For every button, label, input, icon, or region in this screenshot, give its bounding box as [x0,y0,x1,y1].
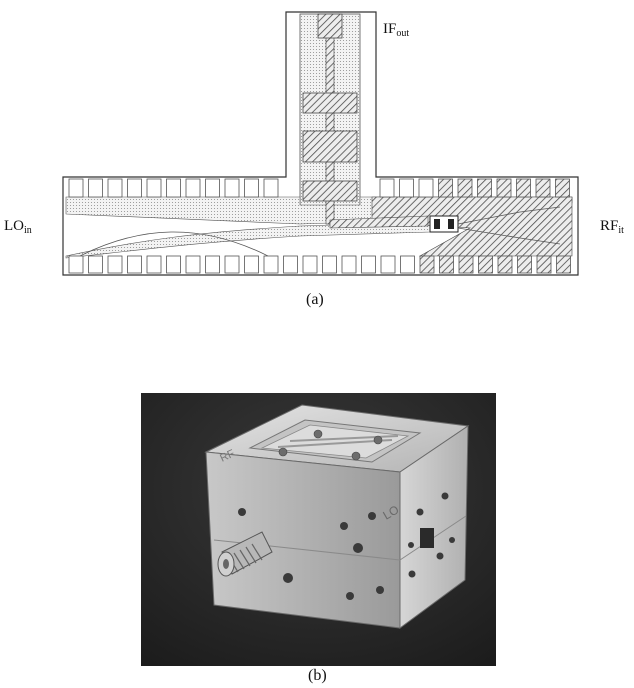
if-out-main: IF [383,21,397,37]
corrugation-fin [322,255,337,274]
lo-in-label: LOin [4,219,32,236]
corrugation-fin [478,255,493,274]
corrugation-fin [88,178,103,198]
if-pad-top [317,13,343,39]
corrugation-fin [341,255,357,274]
corrugation-fin [68,255,84,274]
corrugation-fin [68,178,84,198]
corrugation-fin [224,178,240,198]
mixer-layout-diagram [62,11,579,276]
mixer-block-photo: RF LO [141,393,496,666]
corrugation-fin [146,255,162,274]
corrugation-fin [477,178,492,198]
corrugation-fin [517,255,532,274]
corrugation-fin [438,178,453,198]
ridge-curve [79,231,269,257]
rf-in-main: RF [600,218,619,234]
corrugation-fin [400,255,415,274]
corrugation-fin [399,178,414,198]
cavity-screws [278,429,383,461]
if-sma-connector [217,531,273,577]
corrugation-fin [205,178,220,198]
corrugation-fin [536,255,552,274]
corrugation-fin [224,255,240,274]
corrugation-fin [205,255,220,274]
if-out-sub: out [396,28,410,39]
corrugation-fin [107,178,123,198]
bottom-fin-row [68,255,571,274]
lo-in-main: LO [4,218,24,234]
corrugation-fin [107,255,123,274]
if-out-label: IFout [383,22,409,39]
corrugation-fin [244,255,259,274]
rf-in-sub: it [618,225,624,236]
block-left-face [205,451,401,629]
corrugation-fin [88,255,103,274]
corrugation-fin [380,255,396,274]
corrugation-fin [127,178,142,198]
corrugation-fin [457,178,473,198]
corrugation-fin [244,178,259,198]
filter-section-3 [302,180,358,202]
side-flange-holes [238,508,384,600]
corrugation-fin [185,178,201,198]
corrugation-fin [556,255,571,274]
corrugation-fin [302,255,318,274]
corrugation-fin [127,255,142,274]
corrugation-fin [166,178,181,198]
corrugation-fin [555,178,570,198]
corrugation-fin [516,178,531,198]
rf-in-label: RFit [600,219,624,236]
corrugation-fin [361,255,376,274]
filter-section-1 [302,92,358,114]
filter-section-2 [302,130,358,163]
lo-in-sub: in [24,225,32,236]
caption-a: (a) [306,291,324,308]
corrugation-fin [419,255,435,274]
corrugation-fin [263,255,279,274]
engraving-lo: LO [381,502,402,522]
diode-feed-strip [329,215,429,229]
corrugation-fin [439,255,454,274]
caption-b: (b) [308,667,327,684]
corrugation-fin [418,178,434,198]
corrugation-fin [166,255,181,274]
corrugation-fin [458,255,474,274]
waveguide-flange-holes [408,492,455,578]
corrugation-fin [263,178,279,198]
corrugation-fin [497,255,513,274]
corrugation-fin [146,178,162,198]
corrugation-fin [283,255,298,274]
corrugation-fin [379,178,395,198]
corrugation-fin [496,178,512,198]
top-fin-row [68,178,570,198]
engraving-rf: RF [218,448,237,465]
corrugation-fin [535,178,551,198]
block-right-face [399,425,469,629]
corrugation-fin [185,255,201,274]
